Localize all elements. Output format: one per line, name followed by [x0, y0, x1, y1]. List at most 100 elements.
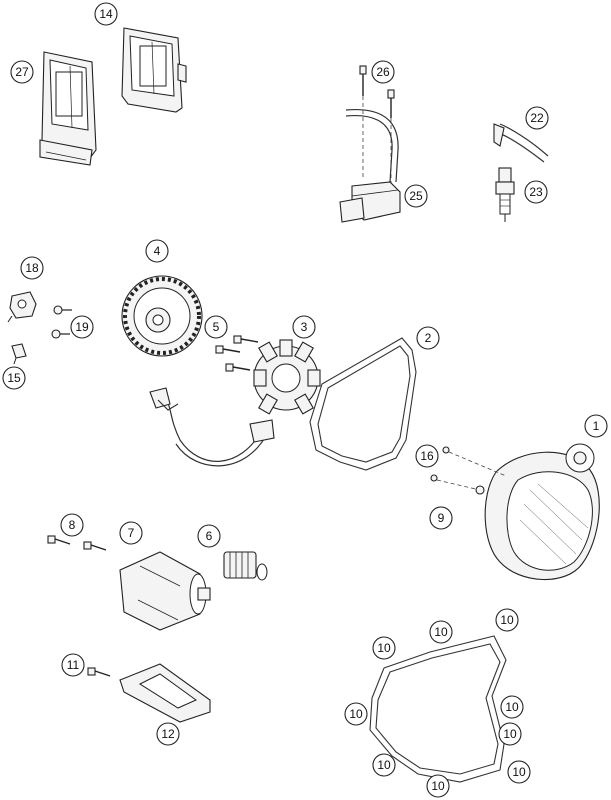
callout-circle — [94, 2, 118, 26]
part-7-starter-motor — [119, 551, 211, 631]
callout-circle — [2, 366, 26, 390]
callout-circle — [371, 60, 395, 84]
part-5-screws — [215, 335, 259, 372]
callout-circle — [372, 753, 396, 777]
stator-wire — [149, 387, 275, 467]
callout-11: 11 — [61, 653, 85, 677]
part-2-cover-gasket — [309, 337, 417, 471]
part-25-ignition-coil — [339, 109, 401, 223]
callout-circle — [197, 524, 221, 548]
part-8-screws — [47, 535, 107, 551]
part-19-screws — [51, 305, 72, 339]
callout-9: 9 — [429, 506, 453, 530]
callout-circle — [416, 326, 440, 350]
callout-circle — [292, 315, 316, 339]
callout-10: 10 — [498, 722, 522, 746]
callout-label: 9 — [438, 511, 445, 525]
callout-7: 7 — [119, 521, 143, 545]
part-11-screw — [87, 667, 111, 677]
callout-label: 10 — [377, 758, 391, 772]
callout-circle — [415, 444, 439, 468]
callout-label: 6 — [206, 529, 213, 543]
callout-27: 27 — [10, 60, 34, 84]
callout-6: 6 — [197, 524, 221, 548]
callout-4: 4 — [145, 239, 169, 263]
callout-23: 23 — [524, 180, 548, 204]
callout-1: 1 — [584, 414, 608, 438]
callout-label: 5 — [213, 320, 220, 334]
callout-label: 27 — [15, 65, 29, 79]
callout-label: 26 — [376, 65, 390, 79]
callout-label: 3 — [301, 320, 308, 334]
callout-label: 22 — [530, 111, 544, 125]
callout-10: 10 — [495, 608, 519, 632]
callout-16: 16 — [415, 444, 439, 468]
callout-circle — [525, 106, 549, 130]
callout-3: 3 — [292, 315, 316, 339]
callout-circle — [119, 521, 143, 545]
callout-circle — [372, 636, 396, 660]
callout-10: 10 — [429, 620, 453, 644]
part-27-control-unit — [39, 51, 97, 166]
callout-circle — [70, 315, 94, 339]
callout-10: 10 — [426, 774, 450, 798]
callout-label: 10 — [434, 625, 448, 639]
callout-circle — [507, 760, 531, 784]
part-18-sensor — [7, 291, 37, 323]
callout-12: 12 — [156, 722, 180, 746]
part-10-clutch-gasket — [369, 635, 507, 783]
callout-label: 10 — [377, 641, 391, 655]
callout-label: 25 — [409, 189, 423, 203]
callout-label: 10 — [500, 613, 514, 627]
callout-circle — [20, 256, 44, 280]
callout-label: 2 — [425, 331, 432, 345]
callout-circle — [61, 653, 85, 677]
part-4-flywheel — [121, 275, 203, 357]
callout-circle — [584, 414, 608, 438]
callout-circle — [10, 60, 34, 84]
callout-circle — [404, 184, 428, 208]
callout-25: 25 — [404, 184, 428, 208]
callout-label: 11 — [67, 658, 80, 672]
callout-circle — [524, 180, 548, 204]
callout-18: 18 — [20, 256, 44, 280]
callout-circle — [429, 506, 453, 530]
callout-circle — [145, 239, 169, 263]
part-14-control-unit — [121, 27, 187, 113]
callout-10: 10 — [500, 695, 524, 719]
callout-label: 7 — [128, 526, 135, 540]
callout-label: 10 — [512, 765, 526, 779]
callout-circle — [495, 608, 519, 632]
callout-label: 18 — [25, 261, 39, 275]
part-12-guard — [119, 663, 211, 723]
callout-circle — [426, 774, 450, 798]
callout-10: 10 — [507, 760, 531, 784]
callout-label: 15 — [7, 371, 21, 385]
callout-circle — [429, 620, 453, 644]
part-22-spark-plug-cap — [493, 123, 549, 163]
callout-10: 10 — [372, 636, 396, 660]
part-16-screw — [442, 446, 507, 477]
part-6-starter-drive — [223, 551, 268, 581]
callout-label: 10 — [503, 727, 517, 741]
callout-circle — [60, 513, 84, 537]
callout-label: 23 — [529, 185, 543, 199]
callout-label: 10 — [505, 700, 519, 714]
callout-19: 19 — [70, 315, 94, 339]
part-26-screws — [359, 65, 395, 186]
part-1-ignition-cover — [484, 443, 600, 581]
callout-circle — [498, 722, 522, 746]
callout-label: 10 — [431, 779, 445, 793]
callout-10: 10 — [372, 753, 396, 777]
callout-label: 19 — [75, 320, 89, 334]
callout-label: 14 — [99, 7, 113, 21]
callout-label: 1 — [593, 419, 600, 433]
callout-15: 15 — [2, 366, 26, 390]
part-23-spark-plug — [495, 167, 515, 222]
callout-10: 10 — [344, 702, 368, 726]
callout-8: 8 — [60, 513, 84, 537]
callout-2: 2 — [416, 326, 440, 350]
callout-14: 14 — [94, 2, 118, 26]
callout-5: 5 — [204, 315, 228, 339]
